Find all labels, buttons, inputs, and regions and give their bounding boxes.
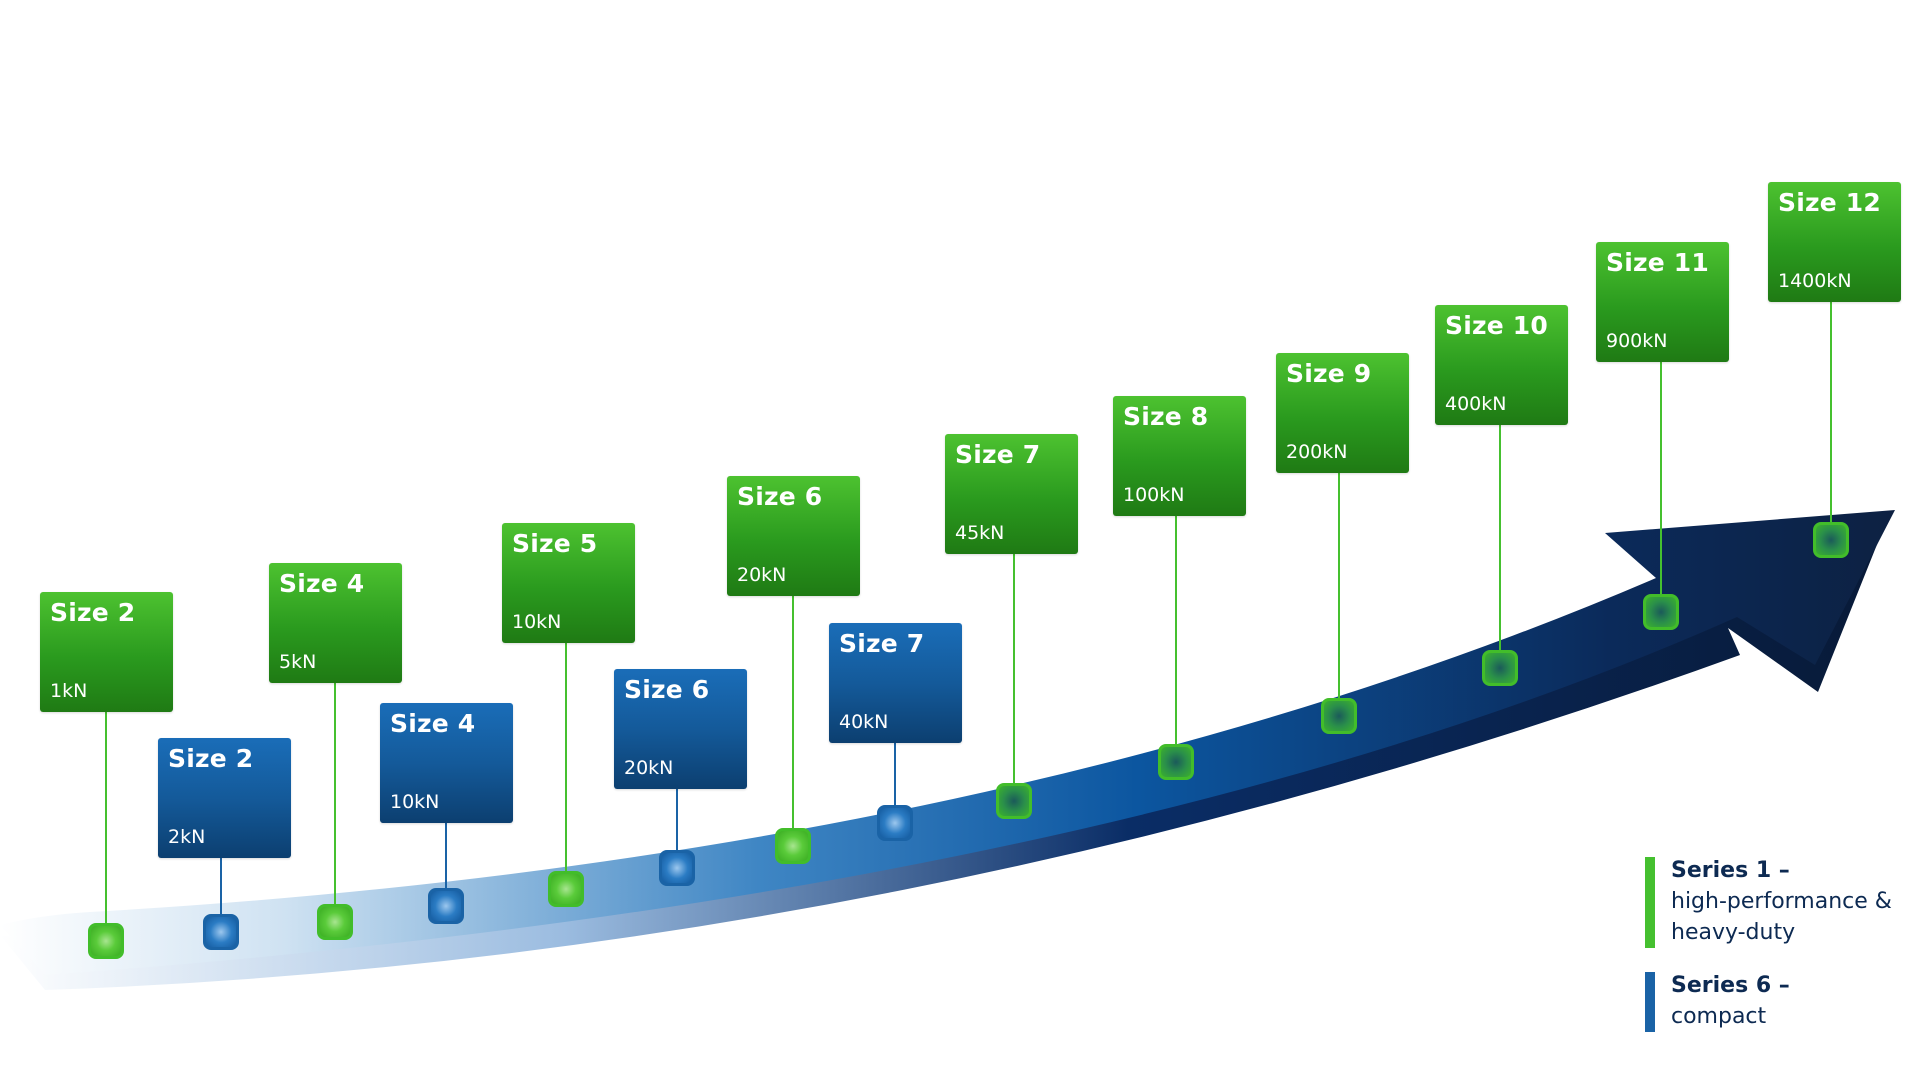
force-label: 5kN	[279, 651, 317, 673]
legend-item-series1: Series 1 – high-performance & heavy-duty	[1645, 855, 1915, 948]
connector-line	[1660, 362, 1662, 596]
force-label: 20kN	[737, 564, 787, 586]
connector-line	[1175, 516, 1177, 746]
size-label: Size 6	[624, 675, 710, 704]
legend-swatch-series1	[1645, 857, 1655, 948]
milestone-card-series6: Size 6 20kN	[614, 669, 747, 789]
milestone-card-series1: Size 2 1kN	[40, 592, 173, 712]
milestone-card-series6: Size 2 2kN	[158, 738, 291, 858]
milestone-card-series1: Size 5 10kN	[502, 523, 635, 643]
connector-line	[1013, 554, 1015, 785]
legend: Series 1 – high-performance & heavy-duty…	[1645, 855, 1915, 1054]
connector-line	[220, 858, 222, 916]
milestone-node	[88, 923, 124, 959]
connector-line	[676, 789, 678, 852]
connector-line	[334, 683, 336, 906]
force-label: 1kN	[50, 680, 88, 702]
milestone-node	[996, 783, 1032, 819]
milestone-card-series1: Size 6 20kN	[727, 476, 860, 596]
size-label: Size 8	[1123, 402, 1209, 431]
legend-swatch-series6	[1645, 972, 1655, 1032]
milestone-node	[1813, 522, 1849, 558]
milestone-node	[317, 904, 353, 940]
milestone-card-series1: Size 12 1400kN	[1768, 182, 1901, 302]
milestone-card-series6: Size 7 40kN	[829, 623, 962, 743]
milestone-node	[203, 914, 239, 950]
legend-title-series1: Series 1 –	[1671, 858, 1790, 883]
size-label: Size 2	[50, 598, 136, 627]
legend-desc-series1-line2: heavy-duty	[1671, 920, 1796, 945]
size-label: Size 5	[512, 529, 598, 558]
force-label: 10kN	[390, 791, 440, 813]
connector-line	[105, 712, 107, 925]
size-label: Size 7	[955, 440, 1041, 469]
milestone-card-series1: Size 8 100kN	[1113, 396, 1246, 516]
milestone-card-series6: Size 4 10kN	[380, 703, 513, 823]
milestone-card-series1: Size 11 900kN	[1596, 242, 1729, 362]
force-label: 900kN	[1606, 330, 1668, 352]
milestone-node	[1482, 650, 1518, 686]
force-label: 1400kN	[1778, 270, 1852, 292]
milestone-card-series1: Size 9 200kN	[1276, 353, 1409, 473]
force-label: 40kN	[839, 711, 889, 733]
size-label: Size 2	[168, 744, 254, 773]
milestone-node	[775, 828, 811, 864]
size-label: Size 7	[839, 629, 925, 658]
connector-line	[792, 596, 794, 830]
force-label: 400kN	[1445, 393, 1507, 415]
size-label: Size 4	[390, 709, 476, 738]
legend-desc-series1-line1: high-performance &	[1671, 889, 1892, 914]
legend-title-series6: Series 6 –	[1671, 973, 1790, 998]
milestone-node	[428, 888, 464, 924]
milestone-node	[1643, 594, 1679, 630]
milestone-node	[877, 805, 913, 841]
force-label: 10kN	[512, 611, 562, 633]
connector-line	[1830, 302, 1832, 524]
arrow-body	[0, 510, 1895, 975]
force-label: 45kN	[955, 522, 1005, 544]
connector-line	[1338, 473, 1340, 700]
size-label: Size 4	[279, 569, 365, 598]
size-label: Size 10	[1445, 311, 1548, 340]
milestone-card-series1: Size 7 45kN	[945, 434, 1078, 554]
legend-item-series6: Series 6 – compact	[1645, 970, 1915, 1032]
size-label: Size 11	[1606, 248, 1709, 277]
milestone-node	[659, 850, 695, 886]
milestone-card-series1: Size 10 400kN	[1435, 305, 1568, 425]
connector-line	[445, 823, 447, 890]
force-label: 100kN	[1123, 484, 1185, 506]
force-label: 20kN	[624, 757, 674, 779]
milestone-node	[1158, 744, 1194, 780]
size-label: Size 6	[737, 482, 823, 511]
force-label: 2kN	[168, 826, 206, 848]
connector-line	[894, 743, 896, 807]
force-label: 200kN	[1286, 441, 1348, 463]
size-label: Size 12	[1778, 188, 1881, 217]
size-label: Size 9	[1286, 359, 1372, 388]
connector-line	[1499, 425, 1501, 652]
milestone-node	[1321, 698, 1357, 734]
milestone-card-series1: Size 4 5kN	[269, 563, 402, 683]
connector-line	[565, 643, 567, 873]
milestone-node	[548, 871, 584, 907]
legend-desc-series6-line1: compact	[1671, 1004, 1767, 1029]
